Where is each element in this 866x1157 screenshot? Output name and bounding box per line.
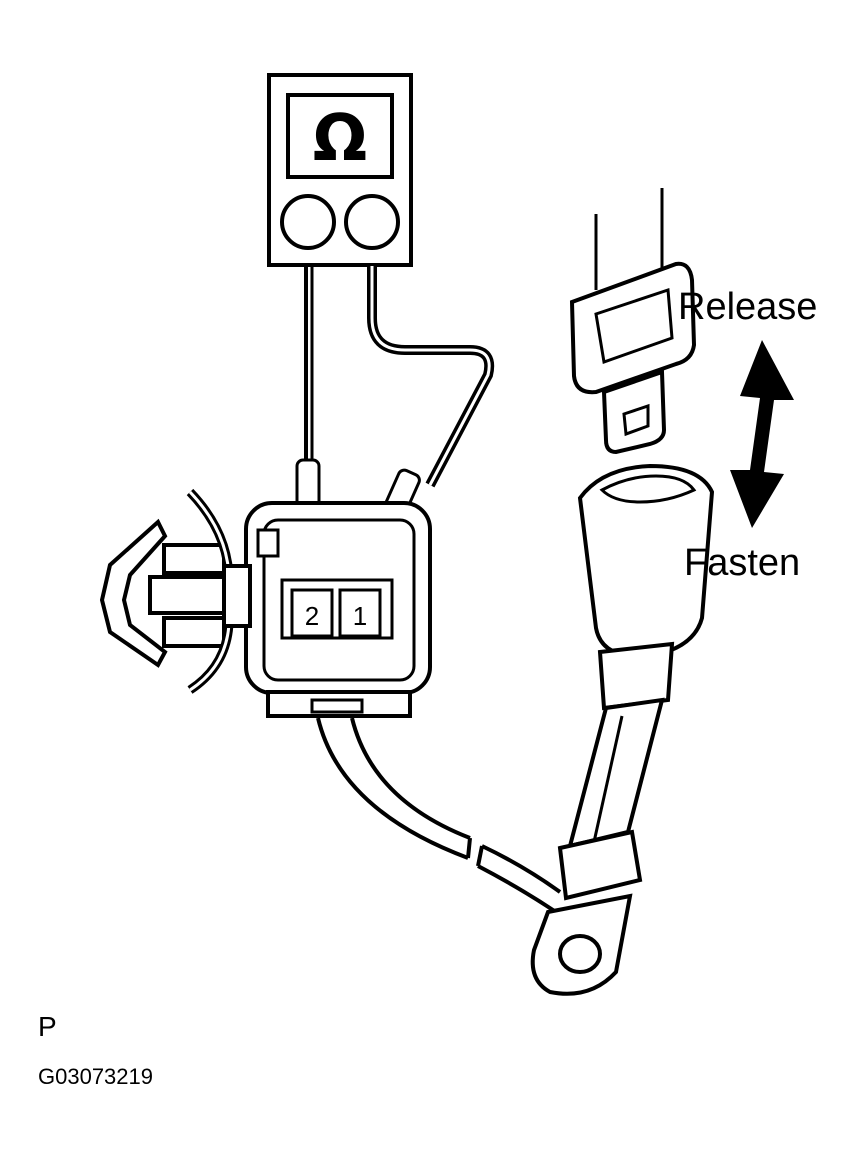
ohmmeter (267, 73, 413, 267)
ohmmeter-jack-right (344, 194, 400, 250)
terminal-2 (290, 588, 334, 638)
test-leads (304, 266, 495, 488)
fasten-label: Fasten (684, 542, 801, 584)
belt-webbing-upper (594, 188, 664, 290)
harness-wire (316, 717, 562, 914)
double-arrow-icon (730, 340, 794, 528)
ohm-icon: Ω (313, 102, 367, 176)
belt-tongue (569, 261, 697, 455)
terminal-1 (338, 588, 382, 638)
mounting-clip (99, 488, 252, 694)
terminal-2-label: 2 (305, 601, 319, 631)
belt-buckle (530, 463, 715, 996)
anchor-bolt-hole (558, 934, 602, 974)
page-code: P (38, 1011, 57, 1042)
switch-connector (244, 501, 432, 718)
connector-terminals (290, 588, 382, 638)
ohmmeter-jack-left (280, 194, 336, 250)
release-label: Release (678, 286, 818, 328)
figure-code: G03073219 (38, 1064, 153, 1089)
ohmmeter-display (286, 93, 394, 179)
terminal-1-label: 1 (353, 601, 367, 631)
